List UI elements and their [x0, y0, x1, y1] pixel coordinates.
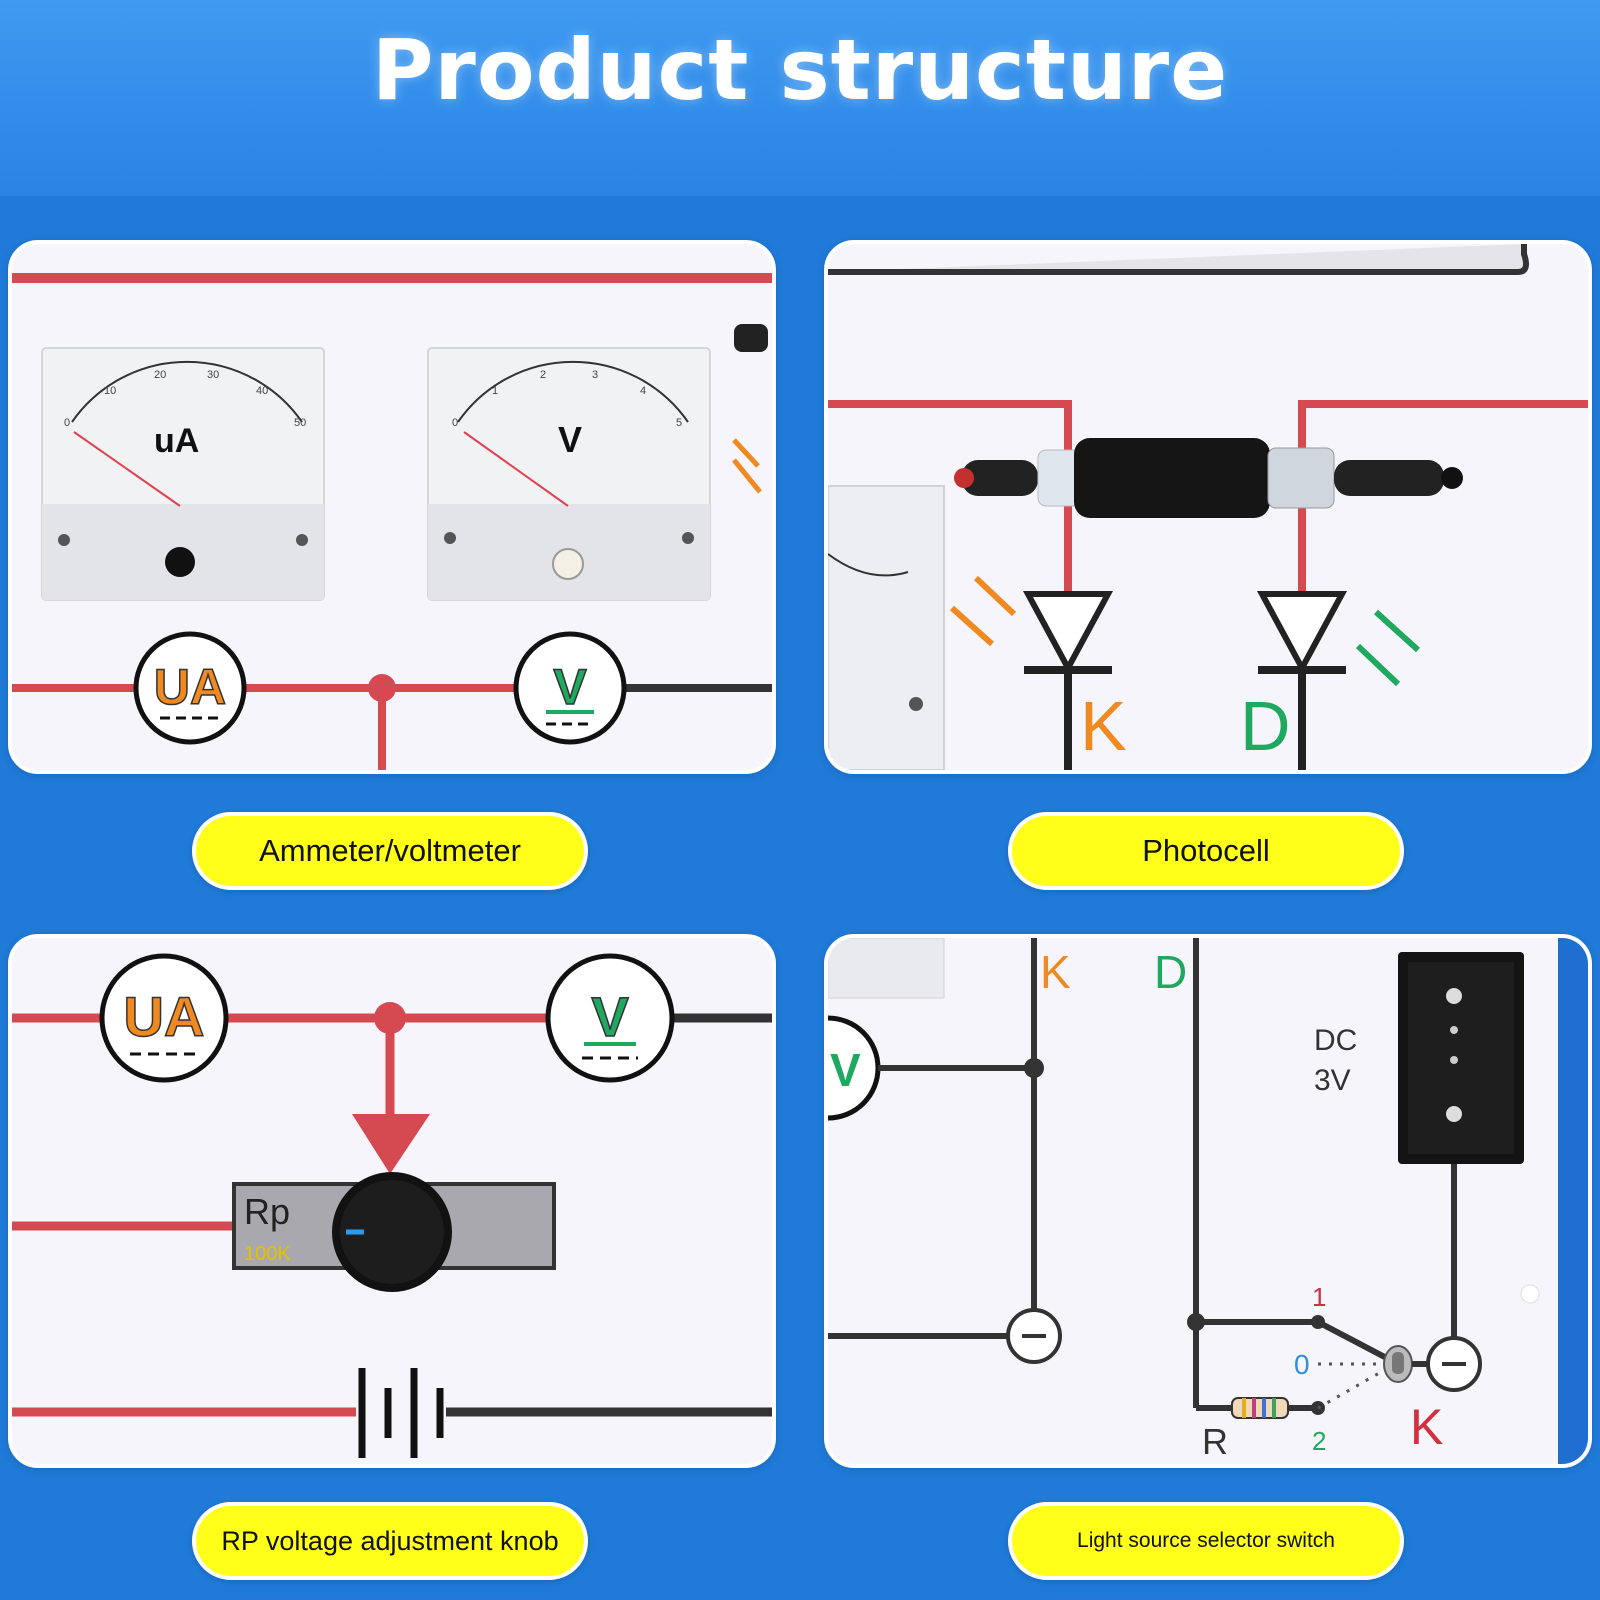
battery-label-voltage: 3V: [1314, 1064, 1351, 1097]
switch-position-0: 0: [1294, 1349, 1310, 1380]
diode-d: [1256, 591, 1348, 770]
rp-value: 100K: [244, 1243, 291, 1265]
voltmeter-symbol: V: [513, 631, 627, 745]
battery-symbol: [358, 1368, 444, 1458]
meters-illustration: uA 0 10 20 30 40 50 V 0 1 2 3: [12, 273, 772, 770]
voltmeter-zero-adjust[interactable]: [552, 548, 584, 580]
battery-holder: [1398, 952, 1524, 1164]
voltmeter-tick-label: 4: [640, 385, 646, 397]
partial-meter: [828, 938, 945, 999]
knob-illustration: UA V Rp 100K: [12, 953, 772, 1458]
panel-edge: [1558, 938, 1588, 1464]
svg-text:UA: UA: [124, 985, 205, 1048]
diode-k: [1022, 591, 1114, 770]
ammeter-zero-adjust[interactable]: [165, 547, 195, 577]
ammeter-symbol: UA: [133, 631, 247, 745]
voltmeter-tick-label: 0: [452, 417, 458, 429]
knob-caption: RP voltage adjustment knob: [192, 1502, 588, 1580]
ammeter-tick-label: 10: [104, 385, 116, 397]
voltmeter-tick-label: 3: [592, 369, 598, 381]
meters-panel: uA 0 10 20 30 40 50 V 0 1 2 3: [8, 240, 776, 774]
terminal-post[interactable]: [734, 324, 768, 352]
voltmeter-unit: V: [558, 419, 582, 460]
voltmeter-tick-label: 1: [492, 385, 498, 397]
ammeter: uA 0 10 20 30 40 50: [41, 347, 325, 601]
label-d-top: D: [1154, 946, 1187, 998]
voltmeter-needle: [463, 431, 569, 507]
svg-text:V: V: [553, 659, 587, 715]
voltmeter-tick-label: 2: [540, 369, 546, 381]
switch-panel: K D V DC 3V: [824, 934, 1592, 1468]
switch-position-1: 1: [1312, 1282, 1326, 1312]
header-banner: Product structure: [0, 0, 1600, 196]
wiper-arrow: [352, 1114, 430, 1174]
svg-text:V: V: [591, 985, 628, 1048]
svg-text:V: V: [830, 1044, 861, 1096]
photocell-tube[interactable]: [954, 438, 1463, 518]
rp-label: Rp: [244, 1191, 290, 1232]
label-k: K: [1080, 687, 1127, 765]
light-arrow-icon: [732, 438, 762, 494]
voltmeter-tick-label: 5: [676, 417, 682, 429]
junction-node: [374, 1002, 406, 1034]
emitted-light-icon: [1355, 609, 1421, 687]
ammeter-needle: [73, 431, 181, 507]
page-title: Product structure: [371, 21, 1229, 119]
incoming-light-icon: [949, 575, 1017, 647]
svg-text:UA: UA: [154, 659, 226, 715]
photocell-panel: K D: [824, 240, 1592, 774]
ammeter-tick-label: 40: [256, 385, 268, 397]
label-d: D: [1240, 687, 1291, 765]
label-k-bottom: K: [1410, 1399, 1443, 1455]
partial-meter: [828, 485, 945, 770]
label-k-top: K: [1040, 946, 1071, 998]
voltmeter-symbol: V: [828, 1015, 881, 1121]
ammeter-symbol: UA: [99, 953, 229, 1083]
switch-illustration: K D V DC 3V: [828, 938, 1588, 1464]
voltmeter: V 0 1 2 3 4 5: [427, 347, 711, 601]
ammeter-tick-label: 50: [294, 417, 306, 429]
ammeter-tick-label: 0: [64, 417, 70, 429]
battery-label-dc: DC: [1314, 1024, 1357, 1057]
knob-panel: UA V Rp 100K: [8, 934, 776, 1468]
junction-node: [368, 674, 396, 702]
ammeter-tick-label: 20: [154, 369, 166, 381]
switch-caption: Light source selector switch: [1008, 1502, 1404, 1580]
rp-knob[interactable]: [332, 1172, 452, 1292]
photocell-illustration: K D: [828, 244, 1588, 770]
label-r: R: [1202, 1421, 1228, 1462]
meters-caption: Ammeter/voltmeter: [192, 812, 588, 890]
photocell-caption: Photocell: [1008, 812, 1404, 890]
ammeter-tick-label: 30: [207, 369, 219, 381]
resistor: [1231, 1397, 1289, 1419]
selector-toggle[interactable]: [1383, 1345, 1413, 1383]
ammeter-unit: uA: [154, 422, 199, 460]
voltmeter-symbol: V: [545, 953, 675, 1083]
switch-position-2: 2: [1312, 1426, 1326, 1456]
